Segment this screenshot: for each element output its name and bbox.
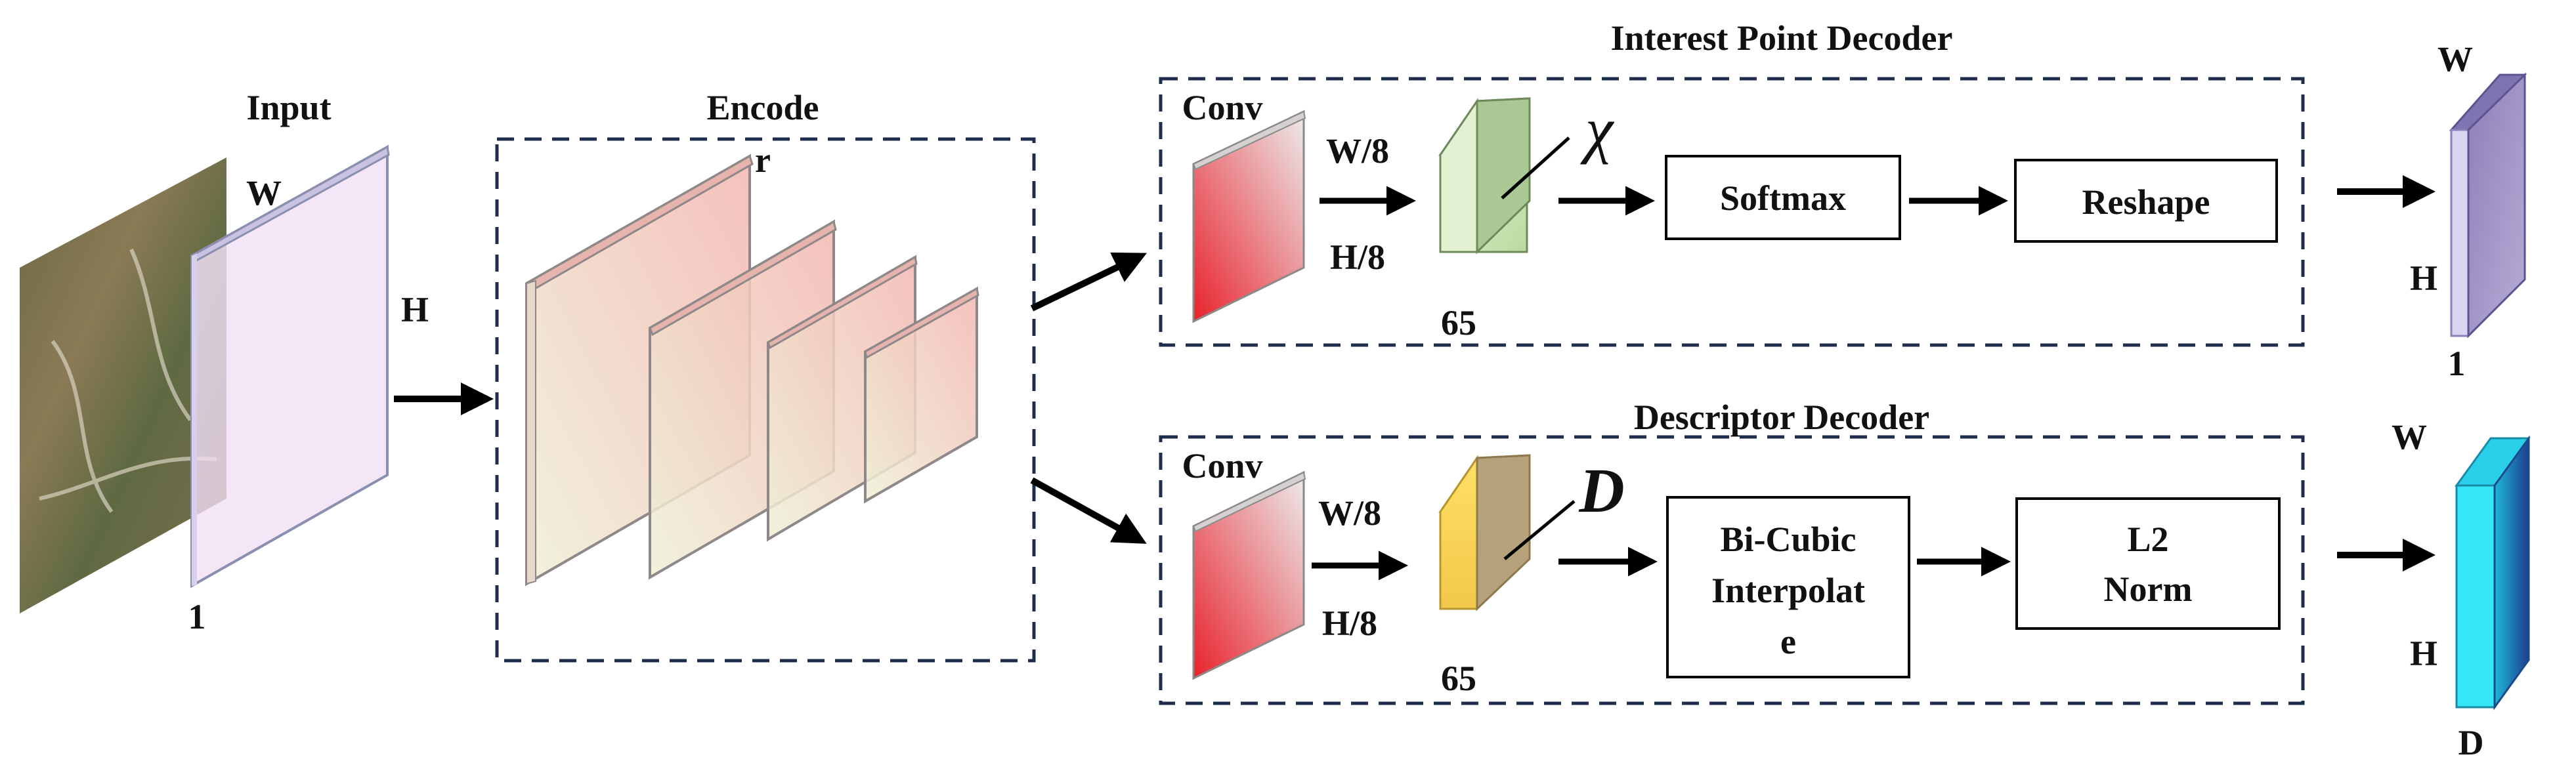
descriptor-decoder-title: Descriptor Decoder xyxy=(1634,398,1929,437)
input-channel-label: 1 xyxy=(188,597,206,636)
encoder-block: Encode r xyxy=(495,88,1036,663)
interest-w-label: W/8 xyxy=(1326,131,1389,171)
descriptor-decoder-dashed-box xyxy=(1159,435,2305,705)
interest-tensor-right xyxy=(1476,97,1531,255)
interest-decoder-title: Interest Point Decoder xyxy=(1611,18,1953,58)
interest-output-d-label: 1 xyxy=(2448,344,2466,383)
descriptor-output-tensor: W H D xyxy=(2392,417,2531,762)
descriptor-output-w-label: W xyxy=(2392,417,2427,457)
descriptor-output-d-label: D xyxy=(2458,723,2484,762)
softmax-box xyxy=(1665,155,1901,240)
l2-norm-box xyxy=(2015,497,2281,630)
input-title: Input xyxy=(246,88,331,127)
bicubic-label-line2: Interpolat xyxy=(1711,571,1865,610)
bicubic-interpolate-box xyxy=(1666,496,1910,678)
descriptor-tensor-right xyxy=(1476,454,1531,611)
descriptor-symbol-pointer xyxy=(1503,500,1576,560)
arrow-encoder-to-interest xyxy=(1030,252,1148,312)
interest-output-side xyxy=(2467,72,2526,339)
encoder-dashed-box xyxy=(495,137,1036,663)
descriptor-conv-plane-edge xyxy=(1192,471,1306,533)
input-plane-side xyxy=(192,253,197,586)
interest-output-w-label: W xyxy=(2437,39,2473,79)
encoder-layer-1-side xyxy=(526,279,536,585)
descriptor-output-side xyxy=(2493,435,2530,711)
encoder-layer-4-edge xyxy=(864,287,979,360)
input-height-label: H xyxy=(401,290,429,329)
bicubic-label-line3: e xyxy=(1780,622,1796,661)
descriptor-output-h-label: H xyxy=(2410,634,2437,673)
descriptor-symbol: D xyxy=(1578,455,1624,526)
reshape-label: Reshape xyxy=(2082,182,2210,222)
interest-point-decoder: Interest Point Decoder Conv W/8 H/8 χ 65… xyxy=(1159,18,2305,347)
interest-decoder-dashed-box xyxy=(1159,77,2305,347)
interest-depth-label: 65 xyxy=(1441,303,1476,342)
interest-symbol: χ xyxy=(1580,94,1615,165)
l2-norm-label-line2: Norm xyxy=(2104,569,2193,609)
interest-output-tensor: W H 1 xyxy=(2410,39,2527,383)
descriptor-tensor-left xyxy=(1439,455,1478,610)
arrow-encoder-to-descriptor xyxy=(1030,477,1147,544)
descriptor-depth-label: 65 xyxy=(1441,659,1476,698)
encoder-title: Encode xyxy=(706,88,819,127)
interest-conv-plane-edge xyxy=(1192,110,1306,171)
bicubic-label-line1: Bi-Cubic xyxy=(1720,520,1856,559)
descriptor-output-front xyxy=(2455,484,2496,709)
descriptor-h-label: H/8 xyxy=(1322,604,1377,643)
descriptor-conv-label: Conv xyxy=(1182,446,1262,485)
encoder-layer-3-edge xyxy=(767,255,918,350)
softmax-label: Softmax xyxy=(1720,178,1846,218)
descriptor-decoder: Descriptor Decoder Conv W/8 H/8 D 65 Bi-… xyxy=(1159,398,2305,705)
input-block: Input W H 1 xyxy=(20,88,429,636)
encoder-title-wrap: r xyxy=(755,140,771,180)
interest-symbol-pointer xyxy=(1501,136,1570,199)
encoder-layer-2-edge xyxy=(649,220,837,337)
interest-output-h-label: H xyxy=(2410,258,2437,298)
satellite-image xyxy=(20,157,226,613)
descriptor-w-label: W/8 xyxy=(1318,493,1381,533)
l2-norm-label-line1: L2 xyxy=(2127,520,2168,559)
interest-output-front xyxy=(2450,129,2470,337)
interest-conv-label: Conv xyxy=(1182,88,1262,127)
reshape-box xyxy=(2014,159,2278,243)
input-width-label: W xyxy=(246,173,282,213)
satellite-image-roads xyxy=(39,248,217,513)
interest-h-label: H/8 xyxy=(1330,237,1385,277)
interest-tensor-left xyxy=(1439,98,1478,253)
